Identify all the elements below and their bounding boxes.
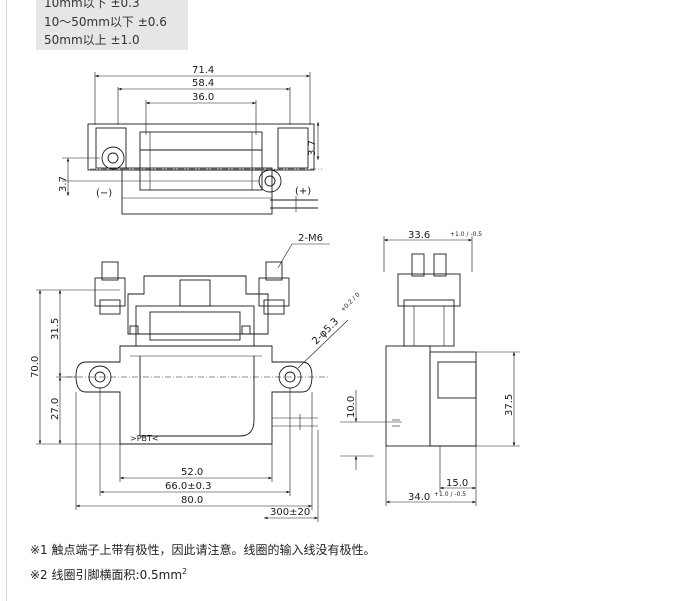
- note-1-mark: ※1: [30, 543, 48, 557]
- dim-hole: 2-φ5.3: [310, 316, 341, 347]
- top-view-coil: [139, 131, 263, 191]
- dim-hole-tol: +0.2 / 0: [339, 291, 361, 313]
- note-2: ※2 线圈引脚横面积:0.5mm2: [30, 566, 187, 583]
- dim-31-5: 31.5: [50, 318, 61, 340]
- dim-33-6: 33.6: [408, 230, 430, 241]
- material-mark: >PBT<: [130, 434, 159, 443]
- note-2-text: 线圈引脚横面积:0.5mm: [51, 568, 183, 582]
- front-terminal-right: [258, 277, 290, 307]
- dim-34-0: 34.0: [408, 492, 430, 503]
- dim-66-0: 66.0±0.3: [165, 481, 212, 492]
- dim-33-6-tol: +1.0 / -0.5: [450, 231, 482, 238]
- side-body-coil: [429, 351, 477, 447]
- note-2-mark: ※2: [30, 568, 48, 582]
- dim-10-0: 10.0: [346, 396, 357, 418]
- polarity-negative: (−): [96, 188, 112, 199]
- top-view: 71.4 58.4 36.0 3.7 3.7 (−): [58, 65, 322, 215]
- front-view: >PBT< 2-M6 2-φ5.3 +0.2 / 0 70.0 31.5 27.…: [30, 233, 402, 522]
- dim-52-0: 52.0: [181, 467, 203, 478]
- dim-27-0: 27.0: [50, 398, 61, 420]
- polarity-positive: (+): [295, 186, 311, 197]
- dim-36-0: 36.0: [192, 92, 214, 103]
- dim-2-m6: 2-M6: [298, 233, 323, 244]
- dim-34-0-tol: +1.0 / -0.5: [434, 491, 466, 498]
- dim-80-0: 80.0: [181, 495, 203, 506]
- dim-15-0: 15.0: [446, 478, 468, 489]
- side-view: 33.6 +1.0 / -0.5 37.5 15.0 34.0 +1.0 / -…: [383, 230, 520, 506]
- dim-71-4: 71.4: [192, 65, 214, 76]
- front-terminal-left: [94, 277, 126, 307]
- top-view-body: [87, 123, 315, 171]
- side-terminal-block: [397, 273, 461, 307]
- dim-58-4: 58.4: [192, 78, 214, 89]
- note-1-text: 触点端子上带有极性，因此请注意。线圈的输入线没有极性。: [51, 543, 376, 557]
- tolerance-line-small: 10mm以下 ±0.3: [44, 0, 140, 10]
- dim-70-0: 70.0: [30, 356, 41, 378]
- note-2-superscript: 2: [182, 567, 188, 576]
- top-terminal-negative: [101, 146, 125, 170]
- tolerance-panel: 10mm以下 ±0.3 10～50mm以下 ±0.6 50mm以上 ±1.0: [36, 0, 188, 50]
- side-body-front: [385, 345, 431, 447]
- page-left-rule: [6, 0, 7, 601]
- dim-3-7-right: 3.7: [307, 140, 318, 156]
- tolerance-line-medium: 10～50mm以下 ±0.6: [44, 15, 167, 29]
- front-flange: [75, 345, 313, 445]
- front-housing-top: [127, 275, 269, 335]
- dim-3-7-left: 3.7: [58, 176, 69, 192]
- note-1: ※1 触点端子上带有极性，因此请注意。线圈的输入线没有极性。: [30, 541, 376, 558]
- tolerance-line-large: 50mm以上 ±1.0: [44, 33, 140, 47]
- dim-37-5: 37.5: [504, 394, 515, 416]
- dim-300: 300±20: [270, 507, 310, 518]
